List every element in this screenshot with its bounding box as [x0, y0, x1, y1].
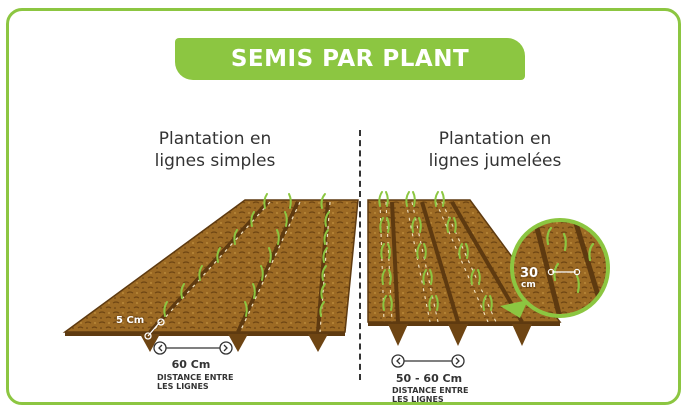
right-distance-caption-line2: LES LIGNES [392, 395, 468, 404]
left-distance-arrow [154, 342, 232, 354]
right-distance-caption: DISTANCE ENTRE LES LIGNES [392, 386, 468, 404]
left-field [65, 194, 358, 352]
right-distance-caption-line1: DISTANCE ENTRE [392, 386, 468, 395]
left-row-distance: 60 Cm [166, 358, 216, 371]
left-distance-caption-line1: DISTANCE ENTRE [157, 373, 233, 382]
left-distance-caption-line2: LES LIGNES [157, 382, 233, 391]
seed-spacing-label: 5 Cm [116, 315, 144, 326]
left-distance-caption: DISTANCE ENTRE LES LIGNES [157, 373, 233, 391]
right-distance-arrow [392, 355, 464, 367]
right-row-distance: 50 - 60 Cm [384, 372, 474, 385]
zoom-spacing-value: 30 [520, 266, 538, 281]
zoom-spacing-unit: cm [521, 280, 536, 290]
zoom-lens [500, 218, 610, 318]
